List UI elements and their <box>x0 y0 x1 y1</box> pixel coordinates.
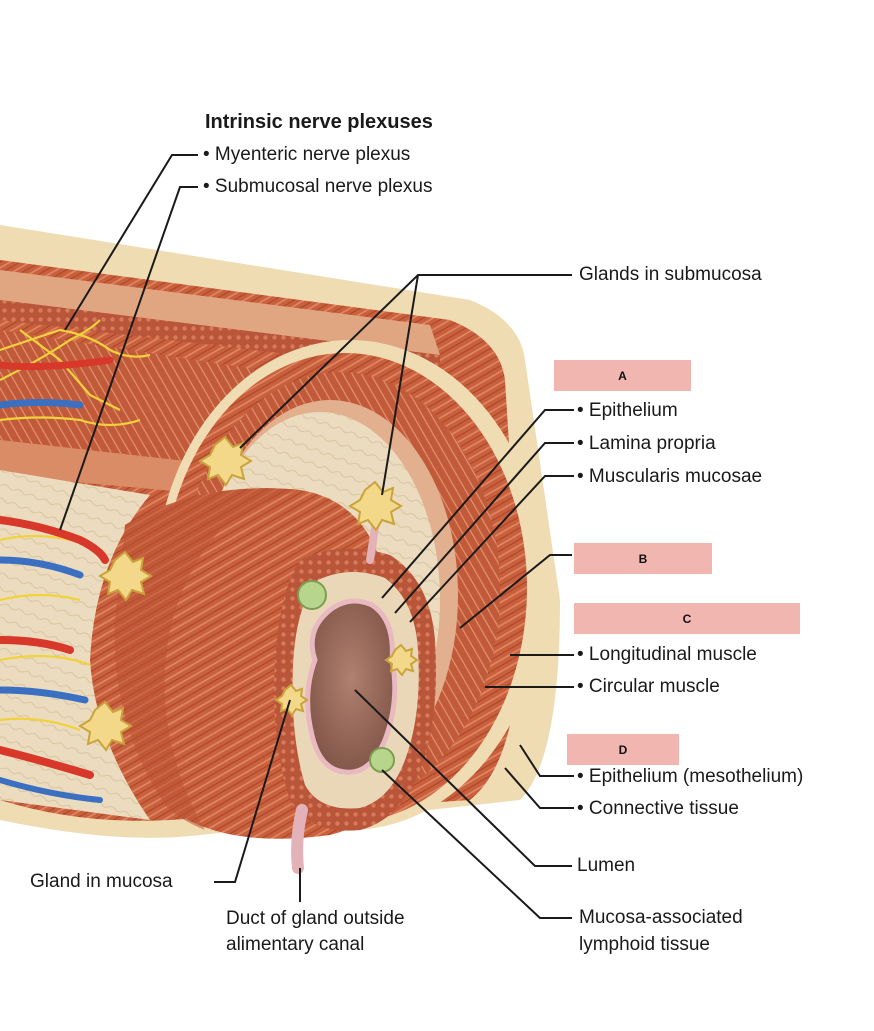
label-longitudinal-muscle: • Longitudinal muscle <box>577 644 757 665</box>
label-epithelium: • Epithelium <box>577 400 678 421</box>
label-glands-in-submucosa: Glands in submucosa <box>579 264 762 285</box>
label-epithelium-mesothelium: • Epithelium (mesothelium) <box>577 766 804 787</box>
submucosal-glands <box>78 435 419 752</box>
answer-box-c[interactable]: C <box>574 603 800 634</box>
lymphoid-nodule <box>297 580 327 610</box>
label-duct-line1: Duct of gland outside <box>226 908 405 929</box>
lumen-cavity <box>305 598 398 775</box>
submucosa-cut <box>0 470 150 820</box>
label-malt-line2: lymphoid tissue <box>579 934 710 955</box>
label-malt-line1: Mucosa-associated <box>579 907 743 928</box>
label-lamina-propria: • Lamina propria <box>577 433 716 454</box>
label-muscularis-mucosae: • Muscularis mucosae <box>577 466 763 487</box>
heading-intrinsic-nerve-plexuses: Intrinsic nerve plexuses <box>205 111 433 133</box>
label-submucosal-nerve-plexus: • Submucosal nerve plexus <box>203 176 433 197</box>
answer-box-d[interactable]: D <box>567 734 679 765</box>
label-connective-tissue: • Connective tissue <box>577 798 739 819</box>
label-gland-in-mucosa: Gland in mucosa <box>30 871 173 892</box>
answer-box-b[interactable]: B <box>574 543 712 574</box>
label-circular-muscle: • Circular muscle <box>577 676 720 697</box>
label-duct-line2: alimentary canal <box>226 934 365 955</box>
blood-vessels <box>0 356 114 803</box>
leader-lines <box>59 154 574 919</box>
label-lumen: Lumen <box>577 855 636 876</box>
label-myenteric-nerve-plexus: • Myenteric nerve plexus <box>203 144 411 165</box>
lymphoid-nodule <box>369 747 395 773</box>
answer-box-a[interactable]: A <box>554 360 691 391</box>
duct <box>291 804 308 874</box>
